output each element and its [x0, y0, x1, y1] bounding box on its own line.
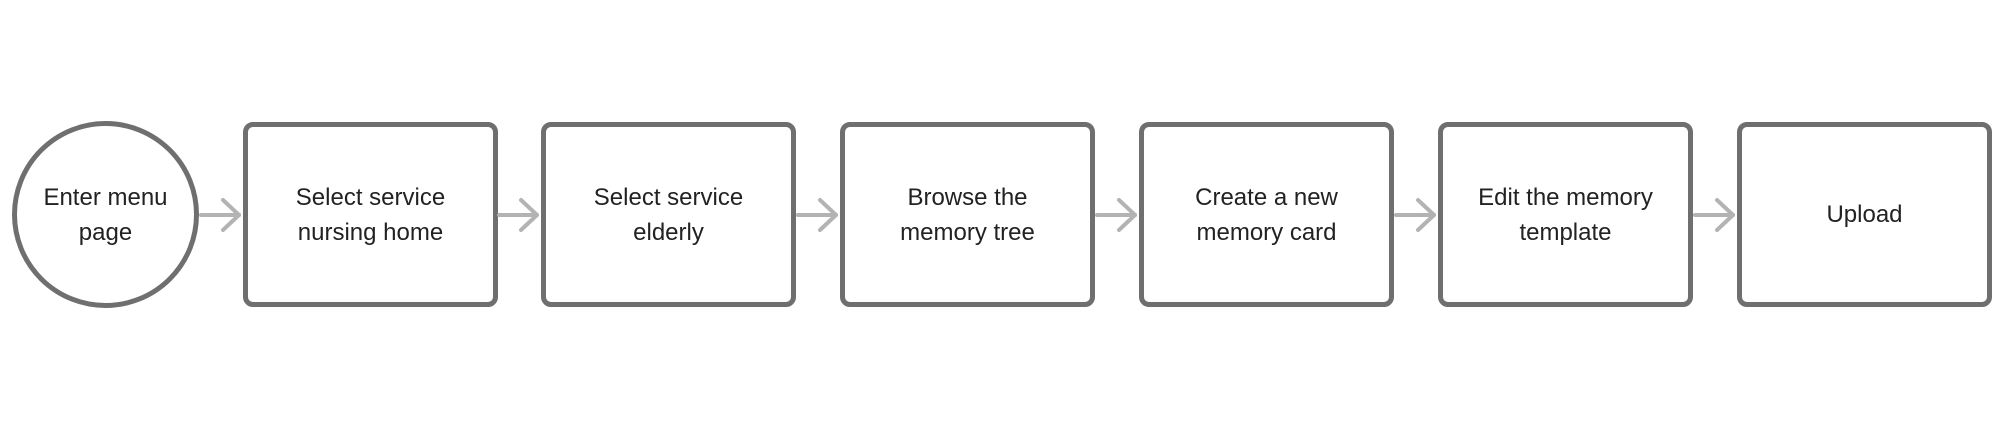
step-node-upload: Upload [1737, 122, 1992, 307]
start-node-label: Enter menu page [43, 183, 168, 246]
step-node-label: Select service elderly [593, 183, 744, 246]
arrow-connector [199, 198, 241, 232]
arrow-connector [497, 198, 539, 232]
step-node-edit-memory-template: Edit the memory template [1438, 122, 1693, 307]
step-node-create-memory-card: Create a new memory card [1139, 122, 1394, 307]
arrow-connector [1394, 198, 1436, 232]
step-node-label: Edit the memory template [1478, 183, 1653, 246]
step-node-label: Create a new memory card [1195, 183, 1338, 246]
step-node-label: Browse the memory tree [900, 183, 1035, 246]
step-node-browse-memory-tree: Browse the memory tree [840, 122, 1095, 307]
start-node-enter-menu-page: Enter menu page [12, 121, 199, 308]
step-node-label: Select service nursing home [295, 183, 446, 246]
arrow-connector [1693, 198, 1735, 232]
step-node-select-service-nursing-home: Select service nursing home [243, 122, 498, 307]
step-node-label: Upload [1826, 201, 1903, 228]
step-node-select-service-elderly: Select service elderly [541, 122, 796, 307]
arrow-connector [796, 198, 838, 232]
arrow-connector [1095, 198, 1137, 232]
